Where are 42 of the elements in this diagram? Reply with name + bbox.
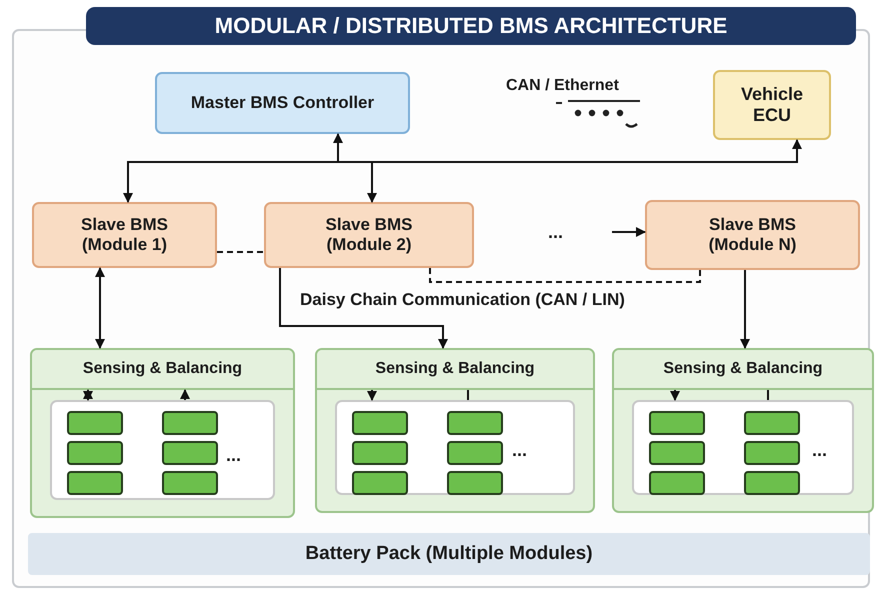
arrow <box>180 389 190 400</box>
cell-array-panel <box>50 400 275 500</box>
node-label: Vehicle ECU <box>740 84 804 126</box>
sensing-module-box <box>30 348 295 518</box>
sensing-module-box <box>315 348 595 513</box>
node-label: Sensing & Balancing <box>82 360 242 378</box>
sensing-module-box <box>612 348 874 513</box>
master-controller-box <box>155 72 410 134</box>
annotation-label: Daisy Chain Communication (CAN / LIN) <box>300 290 625 310</box>
slave-bms-box <box>645 200 860 270</box>
arrow <box>83 389 93 401</box>
annotation-label: ... <box>512 440 528 461</box>
node-label: Slave BMS (Module N) <box>708 215 798 255</box>
slave-bms-box <box>264 202 474 268</box>
battery-pack-band <box>28 533 870 575</box>
annotation-label: ... <box>226 445 242 466</box>
node-label: Master BMS Controller <box>190 93 374 113</box>
ecu-box <box>713 70 831 140</box>
node-label: Sensing & Balancing <box>663 360 823 378</box>
slave-bms-box <box>32 202 217 268</box>
module-header <box>614 350 872 390</box>
arrow <box>612 227 646 237</box>
node-label: Battery Pack (Multiple Modules) <box>305 543 593 565</box>
node-label: Slave BMS (Module 2) <box>324 215 414 255</box>
title-banner: MODULAR / DISTRIBUTED BMS ARCHITECTURE <box>86 7 856 45</box>
annotation-label: CAN / Ethernet <box>506 77 619 95</box>
arrow <box>367 390 377 401</box>
arrow <box>740 270 750 349</box>
cell-array-panel <box>335 400 575 495</box>
arrow <box>333 133 802 163</box>
daisy-chain-link <box>429 268 701 283</box>
arrow <box>279 268 448 349</box>
module-header <box>32 350 293 390</box>
annotation-label: ... <box>548 222 564 243</box>
cell-array-panel <box>632 400 854 495</box>
annotation-label: ... <box>812 440 828 461</box>
daisy-chain-link <box>217 251 264 253</box>
arrow <box>670 390 680 401</box>
module-header <box>317 350 593 390</box>
node-label: Sensing & Balancing <box>375 360 535 378</box>
node-label: Slave BMS (Module 1) <box>80 215 169 255</box>
arrow <box>95 267 105 349</box>
